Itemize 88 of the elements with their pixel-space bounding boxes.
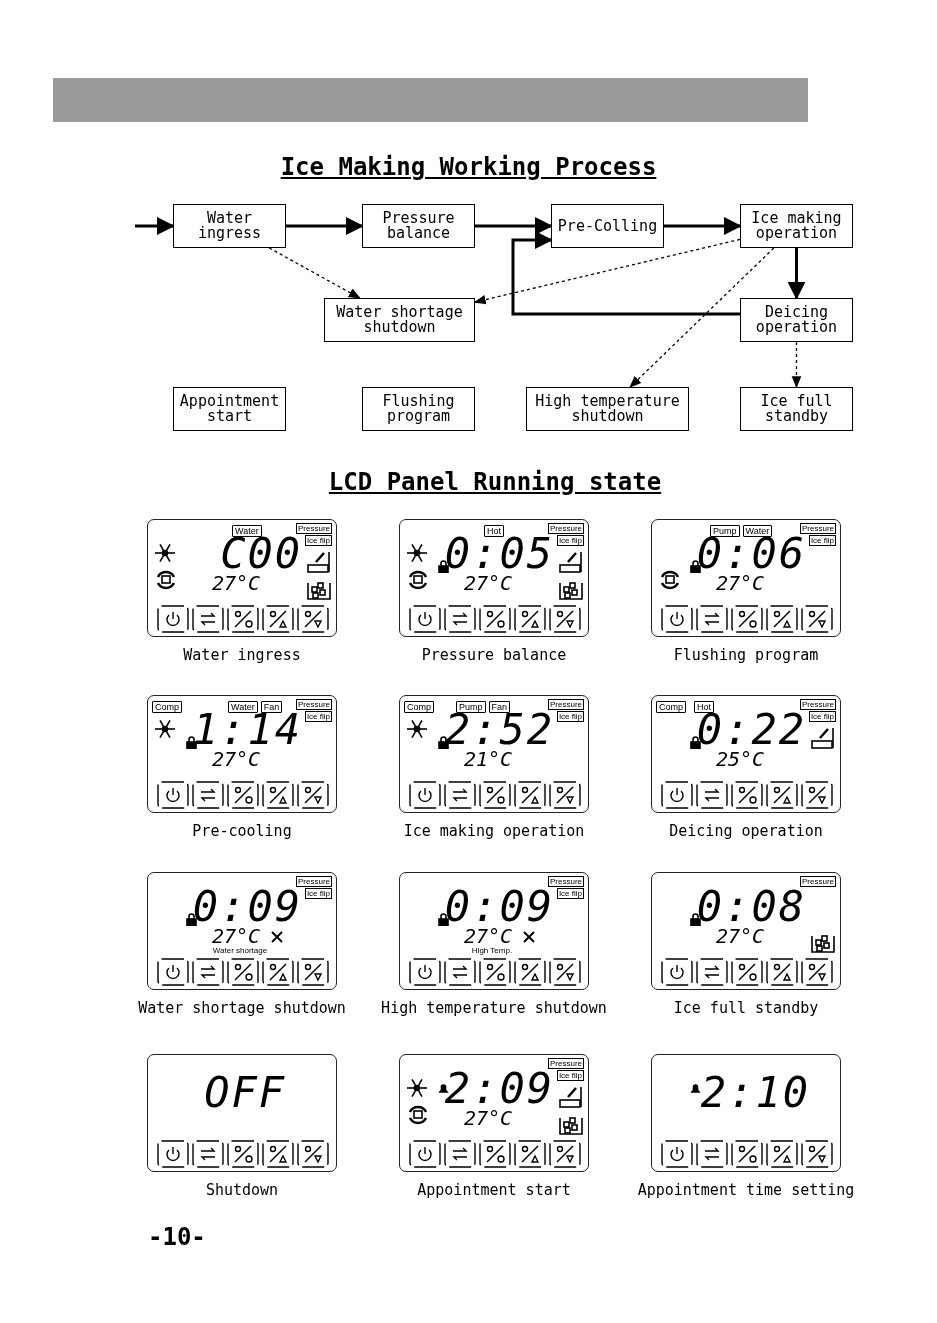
status-badge: Ice flip [808,535,836,546]
status-badge: Pump [710,525,740,537]
status-badge: Pump [456,701,486,713]
state-label: High temperature shutdown [380,998,608,1018]
status-badge: Comp [404,701,434,713]
state-label: Ice making operation [402,821,586,841]
arrow [791,341,802,389]
process-box: Appointment start [173,387,286,431]
status-badge: Water [742,525,773,537]
state-label: Pre-cooling [191,821,293,841]
lcd-panel [147,695,337,813]
state-label: Water ingress [182,645,302,665]
indicator-label: Water shortage [211,947,269,955]
section-heading: LCD Panel Running state [327,467,663,497]
state-label: Deicing operation [668,821,824,841]
arrow [664,217,742,235]
lcd-panel [147,872,337,990]
arrow [286,217,364,235]
arrow [629,247,775,388]
state-label: Water shortage shutdown [137,998,347,1018]
process-box: Pre-Colling [551,204,664,248]
lcd-panel [651,872,841,990]
temperature-readout: 27°C [716,572,765,594]
state-label: Appointment time setting [636,1180,856,1200]
status-badge: Pressure [548,1058,584,1069]
process-box: Pressure balance [362,204,475,248]
process-box: Flushing program [362,387,475,431]
page-number: -10- [148,1222,206,1252]
status-badge: Ice flip [556,888,584,899]
state-label: Shutdown [204,1180,280,1200]
lcd-panel [651,519,841,637]
status-badge: Hot [484,525,504,537]
process-box: Ice full standby [740,387,853,431]
status-badge: Pressure [548,523,584,534]
status-badge: Pressure [296,876,332,887]
arrow [511,231,740,316]
arrow [135,217,175,235]
status-badge: Ice flip [556,711,584,722]
status-badge: Pressure [296,523,332,534]
temperature-readout: 27°C [464,572,513,594]
title: Ice Making Working Process [279,152,658,182]
lcd-panel [399,872,589,990]
arrow [787,248,806,300]
lcd-panel [399,519,589,637]
status-badge: Fan [260,701,283,713]
lcd-panel [147,1054,337,1172]
status-badge: Comp [152,701,182,713]
status-badge: Ice flip [304,711,332,722]
lcd-panel [651,1054,841,1172]
status-badge: Comp [656,701,686,713]
status-badge: Pressure [548,699,584,710]
process-box: Water ingress [173,204,286,248]
process-box: High temperature shutdown [526,387,689,431]
lcd-panel [399,1054,589,1172]
temperature-readout: 21°C [464,748,513,770]
lcd-panel [147,519,337,637]
status-badge: Pressure [548,876,584,887]
state-label: Pressure balance [420,645,568,665]
status-badge: Ice flip [304,535,332,546]
digit-display: 2:10 [700,1071,810,1115]
temperature-readout: 25°C [716,748,765,770]
status-badge: Fan [488,701,511,713]
status-badge: Pressure [800,876,836,887]
arrow [475,217,553,235]
state-label: Appointment start [416,1180,572,1200]
indicator-label: High Temp. [470,947,514,955]
status-badge: Water [232,525,262,537]
status-badge: Ice flip [808,711,836,722]
status-badge: Pressure [800,699,836,710]
status-badge: Water [228,701,258,713]
status-badge: Ice flip [304,888,332,899]
process-box: Ice making operation [740,204,853,248]
process-box: Water shortage shutdown [324,298,475,342]
temperature-readout: 27°C [212,572,261,594]
lcd-panel [399,695,589,813]
arrow [268,247,361,299]
temperature-readout: 27°C [212,748,261,770]
lcd-panel [651,695,841,813]
status-badge: Ice flip [556,535,584,546]
process-box: Deicing operation [740,298,853,342]
state-label: Flushing program [672,645,820,665]
status-badge: Pressure [800,523,836,534]
status-badge: Pressure [296,699,332,710]
status-badge: Hot [694,701,714,713]
status-badge: Ice flip [556,1070,584,1081]
digit-display: OFF [204,1071,286,1115]
arrow [473,238,741,305]
state-label: Ice full standby [672,998,820,1018]
